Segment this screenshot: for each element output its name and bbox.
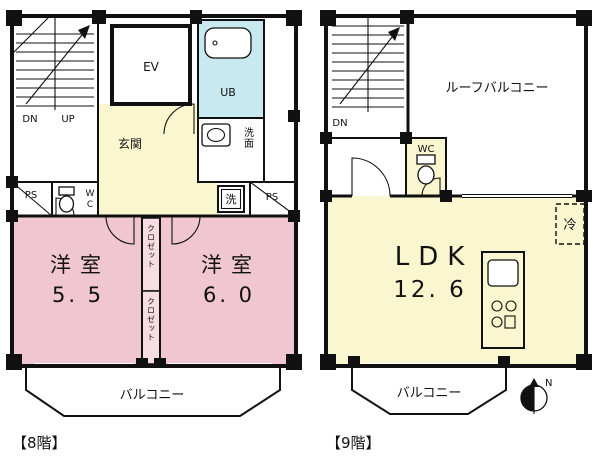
closet-lower-label: クロゼット <box>147 297 156 342</box>
stair-treads <box>332 25 404 108</box>
washroom-label: 洗面 <box>242 127 254 149</box>
stair-arrow-head <box>78 25 90 39</box>
laundry-box-inner <box>220 188 242 210</box>
hallway-area <box>98 182 218 216</box>
bedroom2-area <box>160 216 294 364</box>
sink-icon <box>201 123 231 147</box>
stairs-down-label: DN <box>22 114 37 125</box>
bedroom1-size: 5. 5 <box>52 283 104 307</box>
entrance-label: 玄関 <box>118 136 142 151</box>
pipe-space-right-label: PS <box>266 192 278 203</box>
elevator-label: EV <box>143 60 160 74</box>
balcony-label: バルコニー <box>120 388 185 403</box>
sink-basin-icon <box>206 127 226 143</box>
compass-icon <box>520 378 548 414</box>
stair-arrow-head <box>388 27 400 41</box>
toilet-icon <box>58 186 75 213</box>
stove-icon <box>487 259 519 329</box>
unit-bath-label: UB <box>220 86 236 99</box>
washroom-wall <box>197 117 265 183</box>
wc-wall <box>405 137 447 197</box>
door-swings <box>55 103 201 245</box>
kitchen-counter <box>481 251 525 349</box>
compass-north-label: N <box>545 378 552 389</box>
bedroom1-name: 洋室 <box>50 253 110 277</box>
wc-label: WC <box>418 144 435 155</box>
balcony-outline <box>351 365 507 415</box>
refrigerator-box <box>555 203 585 245</box>
refrigerator-label: 冷 <box>563 218 576 233</box>
balcony-label: バルコニー <box>397 386 462 401</box>
balcony-outline <box>25 365 281 417</box>
toilet-icon <box>416 154 436 185</box>
ldk-area <box>328 196 584 364</box>
floor9-caption: 【9階】 <box>326 434 381 452</box>
stairs-down-label: DN <box>332 118 347 129</box>
ldk-top-window <box>462 193 572 199</box>
bedroom2-name: 洋室 <box>201 253 261 277</box>
toilet-label: WC <box>85 189 95 211</box>
laundry-box <box>217 185 245 213</box>
stairs-up-label: UP <box>61 114 74 125</box>
roof-balcony-label: ルーフバルコニー <box>446 81 549 96</box>
bathtub-drain-icon <box>212 40 218 46</box>
bedroom2-size: 6. 0 <box>203 283 255 307</box>
pipe-space-left-label: PS <box>25 190 37 201</box>
closet-upper-label: クロゼット <box>147 224 156 269</box>
ldk-name: LDK <box>395 242 474 272</box>
thin-lines <box>11 15 297 217</box>
bathtub-icon <box>204 27 252 59</box>
ldk-size: 12. 6 <box>393 277 467 303</box>
floor8-caption: 【8階】 <box>12 434 67 452</box>
laundry-label: 洗 <box>226 193 237 206</box>
floor9-plan: DN ルーフバルコニー WC LDK 12. 6 冷 バルコニー N 【9階】 <box>320 10 592 452</box>
stair-treads <box>16 33 94 107</box>
floor8-plan: DN UP EV UB 玄関 洗面 WC PS PS 洗 洋室 5. 5 洋室 … <box>6 10 302 452</box>
main-walls <box>326 16 586 198</box>
elevator-shaft <box>110 24 192 106</box>
